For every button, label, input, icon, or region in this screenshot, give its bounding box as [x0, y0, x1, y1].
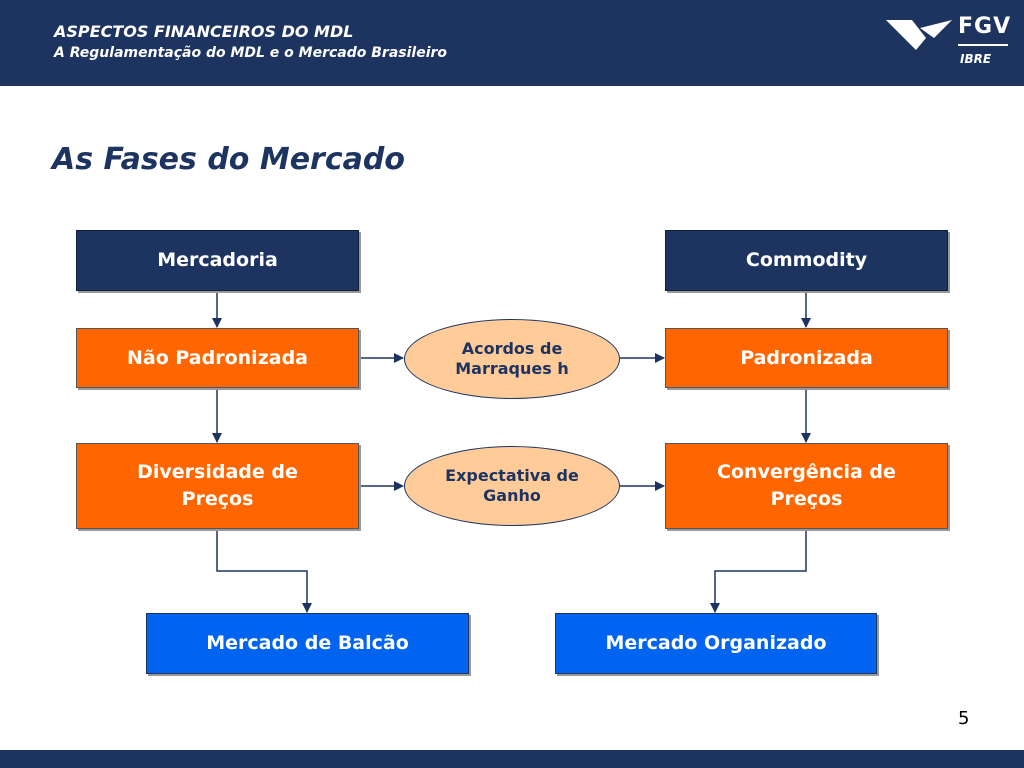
logo-subtext: IBRE [960, 52, 992, 66]
box-diversidade-precos: Diversidade de Preços [76, 443, 359, 529]
footer-bar [0, 750, 1024, 768]
box-convergencia-precos: Convergência de Preços [665, 443, 948, 529]
box-commodity: Commodity [665, 230, 948, 291]
box-mercado-balcao: Mercado de Balcão [146, 613, 469, 674]
oval-expectativa-ganho: Expectativa de Ganho [404, 446, 620, 526]
box-mercado-organizado: Mercado Organizado [555, 613, 877, 674]
slide-title: As Fases do Mercado [52, 142, 405, 177]
arrow-diversidade-to-balcao [216, 529, 312, 613]
logo-text: FGV [958, 14, 1012, 39]
box-nao-padronizada: Não Padronizada [76, 328, 359, 388]
header-subtitle: A Regulamentação do MDL e o Mercado Bras… [54, 45, 448, 61]
arrow-convergencia-to-organizado [710, 529, 807, 613]
fgv-logo: FGV IBRE [886, 14, 1010, 74]
header-title: ASPECTOS FINANCEIROS DO MDL [54, 22, 354, 41]
logo-divider [958, 44, 1008, 46]
box-mercadoria: Mercadoria [76, 230, 359, 291]
fgv-logo-mark-icon [886, 20, 952, 50]
oval-acordos-marraquesh: Acordos de Marraques h [404, 319, 620, 399]
page-number: 5 [958, 708, 970, 729]
box-padronizada: Padronizada [665, 328, 948, 388]
header-bar: ASPECTOS FINANCEIROS DO MDL A Regulament… [0, 0, 1024, 86]
